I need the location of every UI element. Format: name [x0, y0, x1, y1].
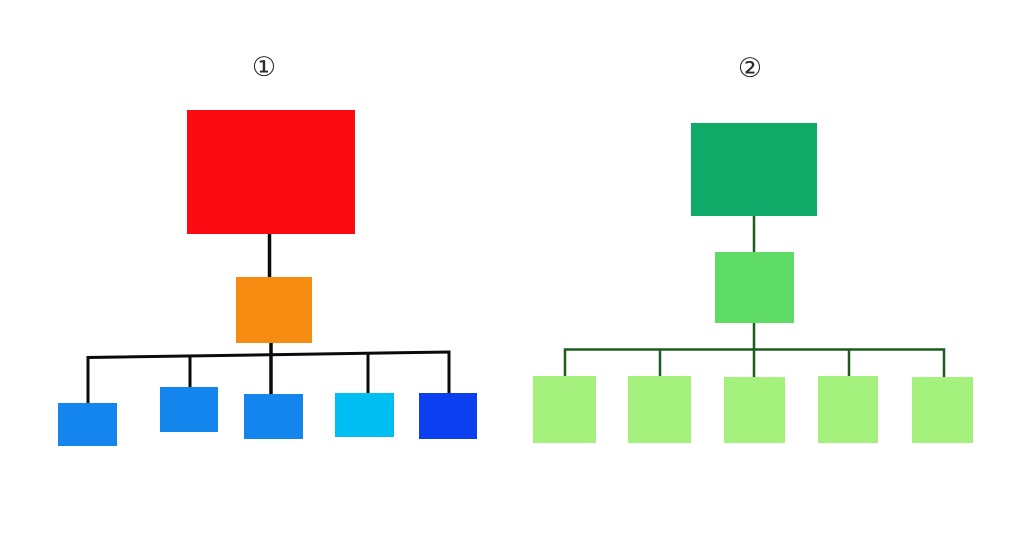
diagram-2-child-box-1: [533, 376, 596, 443]
diagram-2-child-box-3: [724, 377, 785, 443]
diagram-1-root-box: [187, 110, 355, 234]
diagram-2-mid-box: [715, 252, 794, 323]
diagram-2-child-box-4: [818, 376, 878, 443]
diagram-1-mid-box: [236, 277, 312, 343]
diagram-2-label: ②: [737, 53, 763, 84]
diagram-1-child-box-1: [58, 403, 117, 446]
diagram-1-child-box-2: [160, 387, 218, 432]
diagram-2-child-box-2: [628, 376, 691, 443]
diagram-1-child-box-4: [335, 393, 394, 437]
diagram-1-child-box-5: [419, 393, 477, 439]
diagram-1-label: ①: [251, 52, 277, 83]
d1-connector-rail: [86, 350, 451, 406]
diagram-1-child-box-3: [244, 394, 303, 439]
diagram-2-child-box-5: [912, 377, 973, 443]
diagram-2-root-box: [691, 123, 817, 216]
d2-connector-rail: [563, 348, 946, 380]
